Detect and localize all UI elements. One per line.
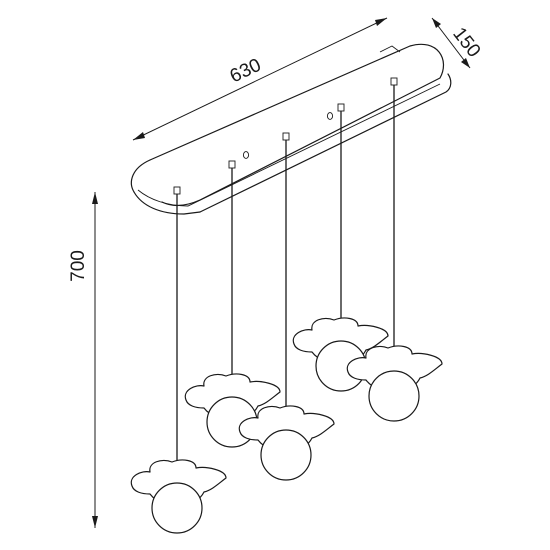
canopy-bottom-edge (133, 191, 201, 215)
depth-label: 150 (448, 24, 484, 62)
depth-dimension-line (431, 17, 471, 69)
canopy-left-cap (130, 159, 151, 193)
length-dimension: 630 (132, 17, 388, 141)
screw-icon (242, 151, 250, 159)
cable-grip-icon (173, 186, 181, 195)
ceiling-canopy (130, 43, 452, 215)
cable-grip-icon (390, 77, 398, 86)
canopy-back-notch (379, 45, 401, 53)
cable-grip-icon (282, 132, 290, 141)
pendant-1 (130, 194, 227, 534)
cable-grip-icon (228, 160, 236, 169)
globe-bulb (151, 482, 203, 534)
screw-icon (326, 112, 334, 120)
depth-arrow-start (432, 18, 441, 28)
pendant-3 (238, 140, 335, 481)
depth-dimension: 150 (431, 17, 484, 69)
depth-arrow-end (461, 58, 470, 68)
canopy-fixings (242, 112, 334, 159)
pendant-5 (346, 85, 443, 422)
globe-bulb (260, 429, 312, 481)
length-arrow-start (133, 132, 145, 140)
canopy-top-outline (149, 43, 445, 207)
cable-grip-icon (337, 103, 345, 112)
height-arrow-bottom (92, 516, 98, 528)
canopy-inner-line (137, 83, 441, 207)
pendant-2 (184, 168, 281, 448)
globe-bulb (368, 370, 420, 422)
canopy-front-edge (199, 73, 452, 213)
height-label: 700 (68, 250, 89, 282)
length-dimension-line (132, 17, 388, 141)
length-label: 630 (227, 55, 265, 88)
height-arrow-top (92, 192, 98, 204)
length-arrow-end (375, 18, 387, 26)
height-dimension: 700 (68, 192, 98, 528)
pendant-4 (292, 111, 389, 392)
